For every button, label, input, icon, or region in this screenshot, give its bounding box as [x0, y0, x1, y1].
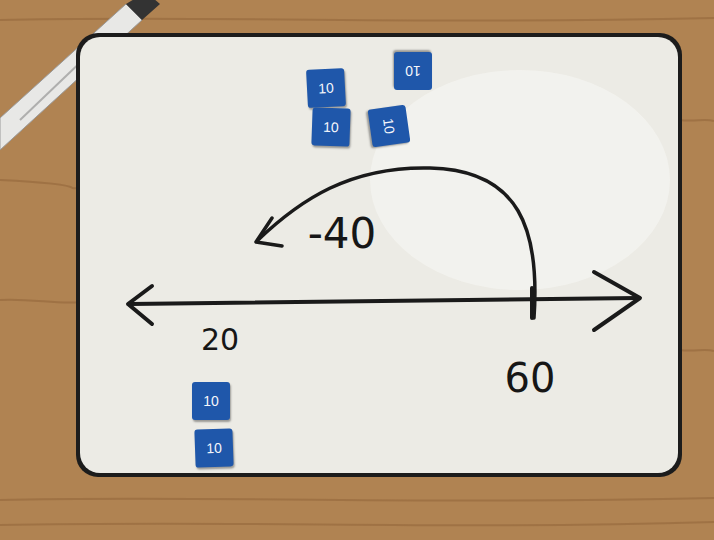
- glare: [370, 70, 670, 290]
- number-tile: 10: [194, 428, 233, 467]
- jump-label: -40: [308, 213, 377, 255]
- whiteboard: [80, 37, 678, 473]
- number-tile: 10: [368, 105, 411, 148]
- tile-label: 10: [381, 117, 397, 134]
- number-label: 20: [201, 325, 239, 355]
- number-line: [128, 272, 640, 330]
- board-rim: [76, 33, 682, 477]
- wood-grain: [0, 18, 714, 525]
- number-tile: 10: [311, 107, 350, 146]
- tile-label: 10: [206, 441, 222, 456]
- number-label: 60: [505, 358, 556, 398]
- number-tile: 10: [306, 68, 346, 108]
- number-tile: 10: [394, 52, 432, 90]
- tile-label: 10: [405, 64, 421, 78]
- tile-label: 10: [318, 81, 334, 96]
- tile-label: 10: [203, 394, 219, 408]
- number-tile: 10: [192, 382, 230, 420]
- jump-arc: [256, 168, 535, 318]
- tile-label: 10: [323, 120, 339, 135]
